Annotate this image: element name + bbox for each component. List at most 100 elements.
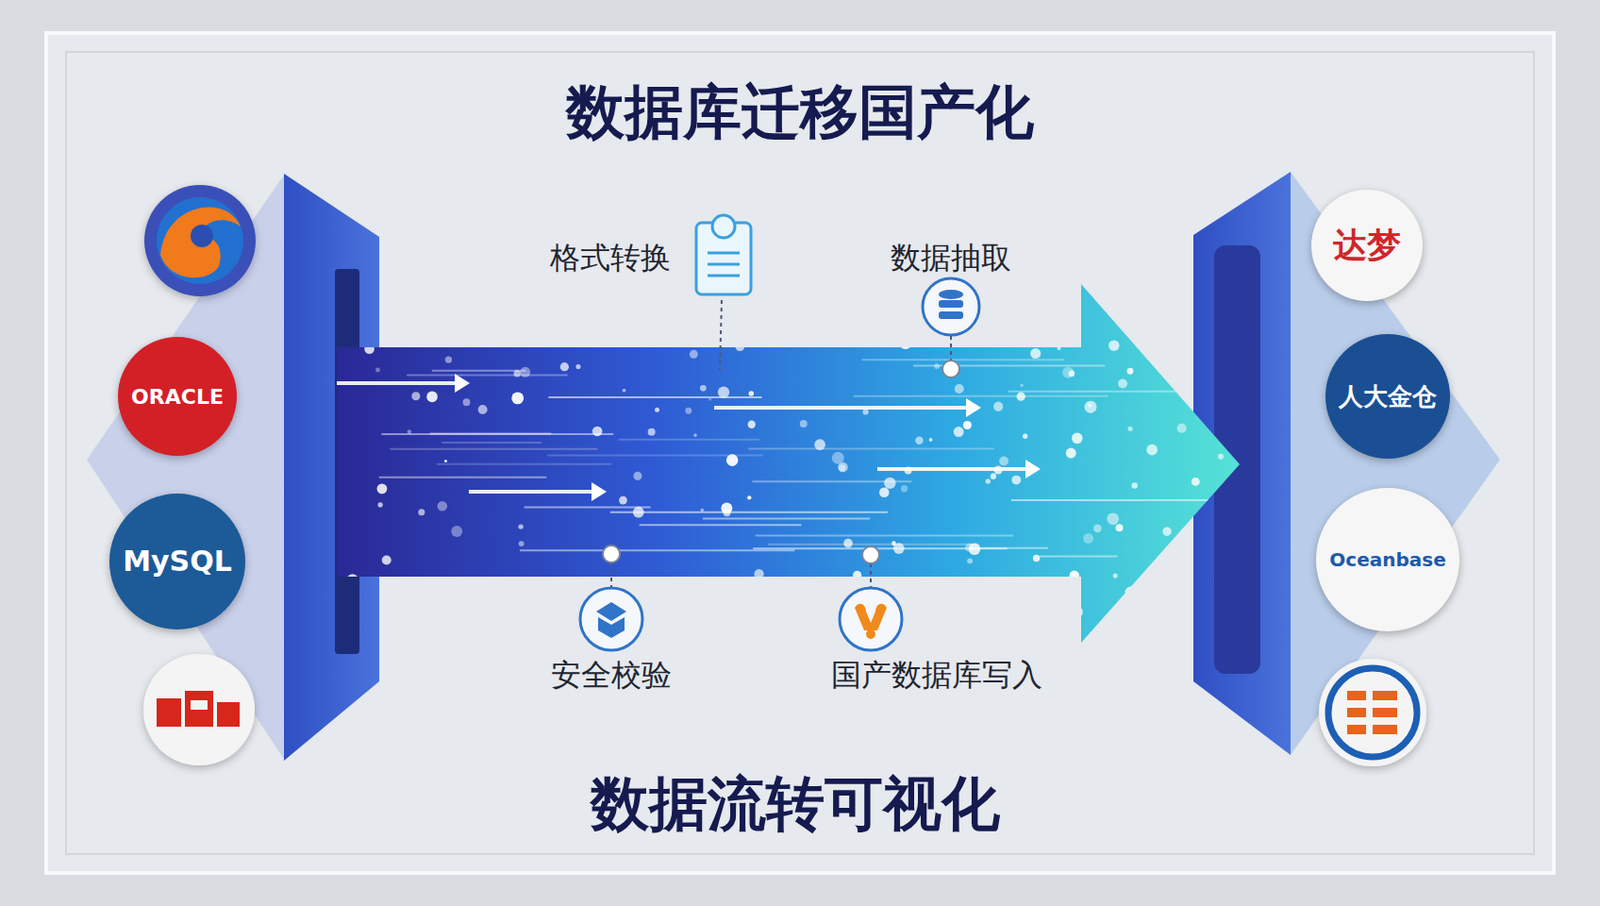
- light-streak: [1008, 390, 1200, 393]
- data-particle: [993, 401, 1003, 412]
- data-particle: [1122, 325, 1129, 332]
- data-particle: [700, 384, 707, 392]
- data-particle: [518, 540, 525, 547]
- logo-text: 人大金仓: [1338, 380, 1437, 414]
- data-particle: [1071, 605, 1084, 617]
- data-particle: [1200, 383, 1213, 397]
- data-particle: [1117, 379, 1128, 389]
- data-particle: [1217, 453, 1224, 460]
- light-streak: [639, 523, 802, 526]
- data-particle: [1083, 533, 1094, 544]
- card-frame: [66, 51, 1534, 854]
- data-particle: [1125, 586, 1138, 600]
- data-particle: [1106, 512, 1119, 525]
- data-particle: [654, 407, 660, 413]
- data-particle: [914, 332, 922, 340]
- data-particle: [517, 523, 523, 529]
- data-particle: [793, 328, 799, 334]
- data-particle: [832, 451, 845, 465]
- data-particle: [904, 466, 913, 475]
- database-logo: MySQL: [109, 493, 246, 630]
- data-particle: [849, 342, 854, 348]
- target-logo: [1318, 658, 1427, 767]
- data-particle: [1050, 596, 1054, 600]
- data-particle: [409, 324, 414, 329]
- data-particle: [862, 408, 868, 415]
- diagram-title: 数据库迁移国产化: [566, 72, 1034, 152]
- data-particle: [1027, 618, 1035, 627]
- data-particle: [726, 453, 739, 467]
- data-particle: [933, 363, 940, 369]
- data-particle: [513, 294, 521, 302]
- data-particle: [347, 573, 359, 585]
- logo-text: ORACLE: [131, 384, 224, 409]
- data-particle: [896, 287, 907, 299]
- database-logo: ORACLE: [117, 336, 237, 456]
- data-particle: [963, 420, 972, 430]
- data-particle: [426, 391, 438, 403]
- data-particle: [1016, 392, 1026, 401]
- light-streak: [389, 448, 598, 450]
- data-particle: [375, 366, 381, 372]
- data-particle: [931, 611, 939, 619]
- data-particles: [336, 283, 1237, 640]
- step-label: 国产数据库写入: [831, 654, 1043, 697]
- data-particle: [883, 477, 896, 489]
- data-particle: [879, 487, 890, 499]
- data-particle: [700, 508, 705, 513]
- extract-icon: [922, 278, 980, 335]
- light-streak: [379, 476, 547, 479]
- data-particle: [1162, 526, 1171, 535]
- data-particle: [511, 391, 524, 404]
- data-particle: [592, 426, 603, 437]
- data-particle: [1198, 566, 1208, 577]
- data-particle: [1030, 348, 1041, 359]
- step-dot: [942, 360, 960, 378]
- light-streak: [748, 448, 994, 450]
- logo-text: Oceanbase: [1329, 548, 1446, 571]
- data-particle: [1176, 589, 1189, 602]
- step-label: 格式转换: [550, 237, 671, 280]
- data-particle: [1066, 448, 1077, 459]
- light-streak: [441, 441, 542, 444]
- data-particle: [1011, 475, 1021, 485]
- flow-mark: [714, 398, 982, 417]
- light-streak: [548, 396, 762, 399]
- data-particle: [478, 404, 488, 415]
- data-particle: [337, 331, 345, 338]
- data-particle: [1009, 330, 1016, 336]
- light-streak: [1011, 499, 1226, 501]
- data-particle: [1002, 615, 1012, 624]
- data-particle: [1126, 597, 1138, 609]
- data-particle: [999, 456, 1009, 467]
- data-particle: [814, 438, 826, 450]
- data-particle: [1054, 318, 1067, 331]
- data-particle: [1061, 630, 1067, 635]
- data-particle: [618, 496, 628, 505]
- data-particle: [1009, 294, 1016, 300]
- data-particle: [748, 420, 756, 429]
- data-particle: [363, 583, 367, 587]
- diagram-caption: 数据流转可视化: [590, 764, 1000, 844]
- data-particle: [749, 390, 755, 397]
- data-particle: [1228, 361, 1237, 370]
- data-particle: [1131, 482, 1138, 489]
- data-particle: [519, 366, 531, 378]
- data-particle: [633, 471, 642, 481]
- data-particle: [513, 369, 520, 377]
- data-particle: [965, 543, 974, 552]
- light-streak: [702, 516, 870, 519]
- light-streak: [436, 463, 612, 466]
- data-particle: [990, 473, 997, 480]
- leader-line: [869, 563, 872, 587]
- light-streak: [519, 549, 795, 551]
- data-particle: [1033, 554, 1040, 562]
- data-particle: [1194, 291, 1205, 302]
- data-particle: [1186, 533, 1192, 538]
- format-icon: [696, 215, 751, 295]
- light-streak: [618, 438, 760, 441]
- data-particle: [1114, 298, 1125, 309]
- data-particle: [900, 484, 908, 492]
- data-particle: [900, 337, 912, 350]
- data-particle: [1225, 355, 1234, 365]
